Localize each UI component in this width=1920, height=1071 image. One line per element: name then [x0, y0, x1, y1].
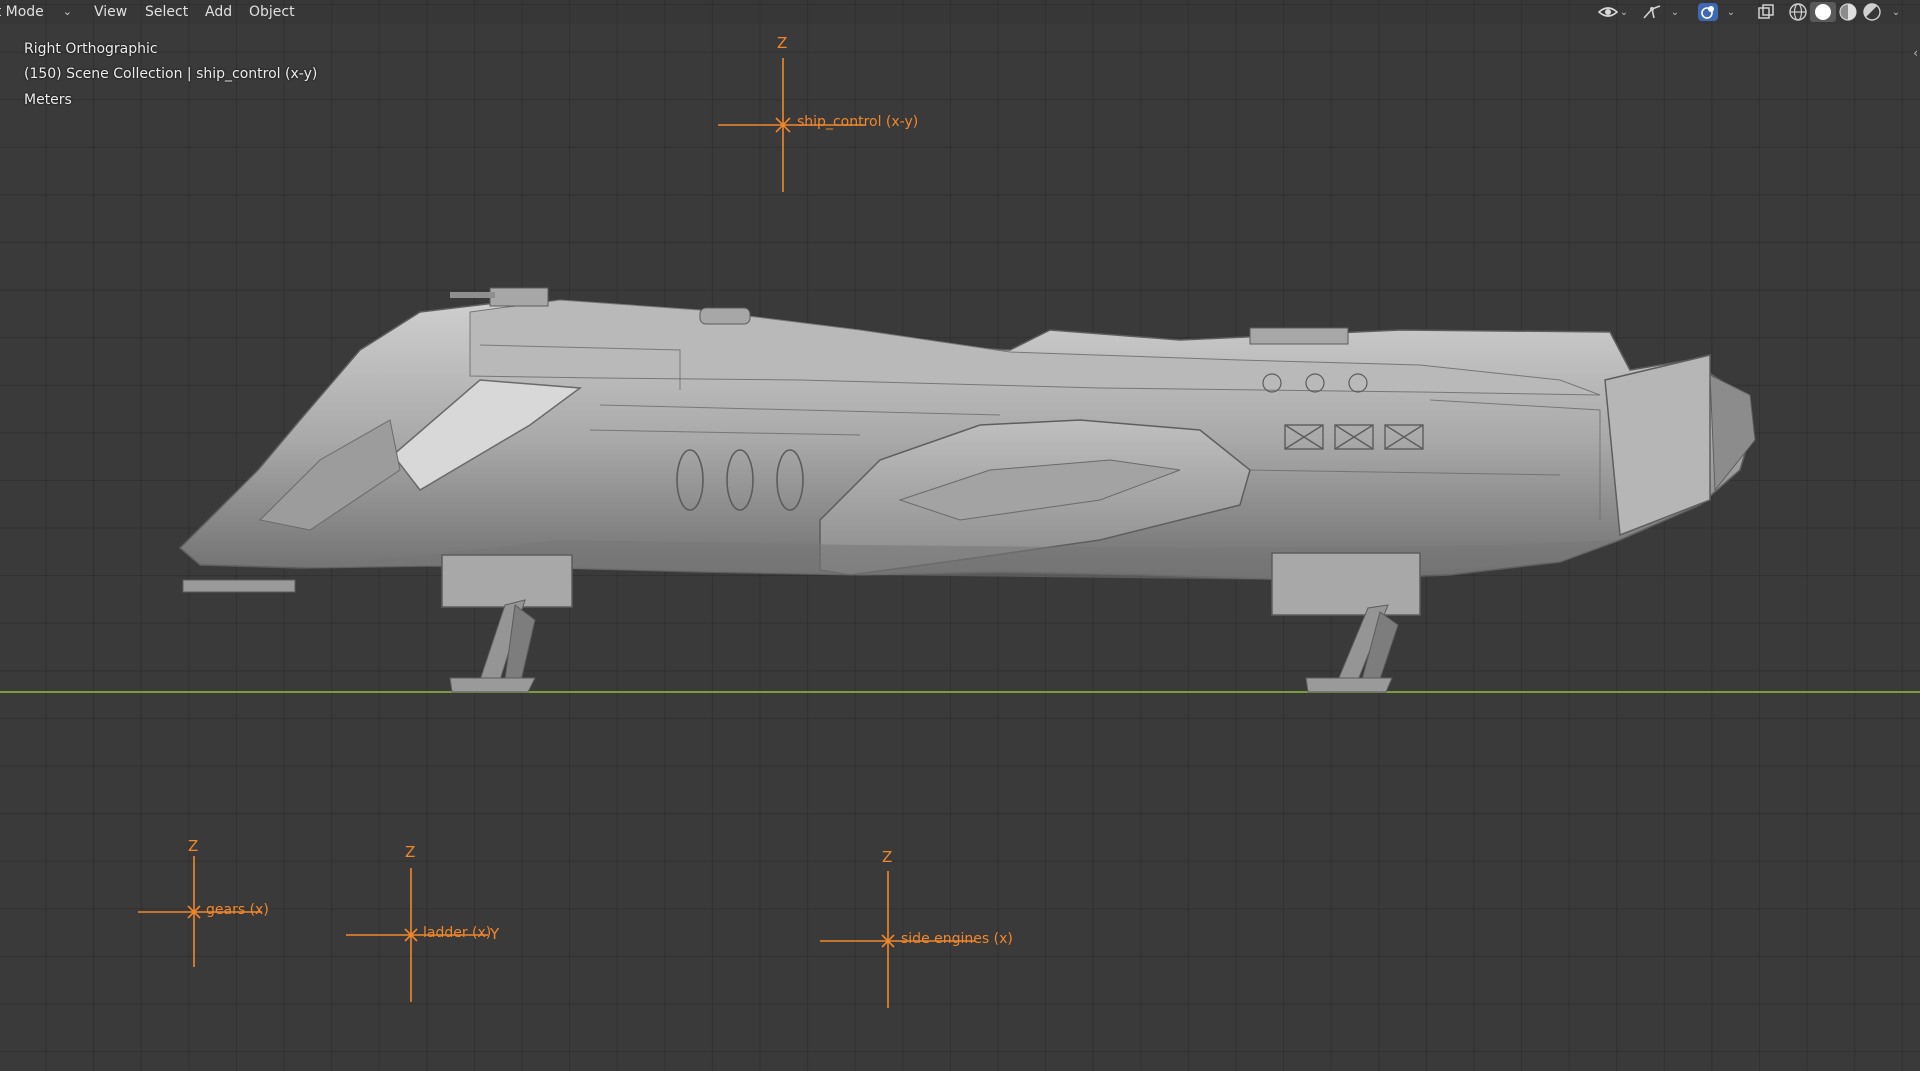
- ladder-axis-y: Y: [490, 925, 500, 943]
- empty-ladder[interactable]: ladder (x): [423, 925, 492, 941]
- collection-info: (150) Scene Collection | ship_control (x…: [24, 66, 318, 82]
- ladder-axis-z: Z: [405, 843, 416, 861]
- gears-axis-z: Z: [188, 837, 199, 855]
- sidebar-toggle-icon[interactable]: ‹: [1913, 46, 1918, 60]
- empty-gears[interactable]: gears (x): [206, 902, 269, 918]
- units-label: Meters: [24, 92, 72, 108]
- empty-ship-control[interactable]: ship_control (x-y): [797, 114, 919, 130]
- view-name: Right Orthographic: [24, 41, 158, 57]
- wireframe-shading-button[interactable]: [1786, 2, 1810, 22]
- material-shading-icon: [1839, 3, 1857, 21]
- solid-shading-icon: [1815, 4, 1831, 20]
- eye-icon: [1597, 7, 1618, 17]
- xray-icon: [1758, 4, 1774, 19]
- solid-shading-button[interactable]: [1810, 2, 1836, 22]
- visibility-dropdown[interactable]: ⌄: [1596, 2, 1630, 22]
- menu-view[interactable]: View: [94, 4, 128, 20]
- chevron-down-icon: ⌄: [1891, 6, 1901, 18]
- rendered-shading-button[interactable]: [1860, 2, 1884, 22]
- chevron-down-icon: ⌄: [1670, 6, 1680, 18]
- chevron-down-icon: ⌄: [1619, 6, 1629, 18]
- gizmo-icon: [1643, 5, 1661, 19]
- wireframe-shading-icon: [1789, 3, 1807, 21]
- empty-side-engines[interactable]: side engines (x): [901, 931, 1013, 947]
- mode-label: ct Mode: [0, 4, 44, 20]
- viewport-header: ct Mode ⌄ View Select Add Object ⌄ ⌄ ⌄: [0, 0, 1920, 24]
- chevron-down-icon: ⌄: [1726, 6, 1736, 18]
- overlays-dropdown[interactable]: ⌄: [1694, 2, 1738, 22]
- shading-dropdown[interactable]: ⌄: [1886, 2, 1904, 22]
- rendered-shading-icon: [1863, 3, 1881, 21]
- gizmo-dropdown[interactable]: ⌄: [1640, 2, 1680, 22]
- side-engines-axis-z: Z: [882, 848, 893, 866]
- menu-add[interactable]: Add: [205, 4, 233, 20]
- menu-select[interactable]: Select: [145, 4, 189, 20]
- menu-object[interactable]: Object: [249, 4, 295, 20]
- overlay-icon: [1697, 3, 1718, 21]
- mode-dropdown[interactable]: ct Mode ⌄: [0, 2, 76, 22]
- chevron-down-icon: ⌄: [62, 5, 72, 18]
- material-shading-button[interactable]: [1836, 2, 1860, 22]
- ship-control-axis-z: Z: [777, 34, 788, 52]
- xray-toggle[interactable]: [1754, 2, 1778, 22]
- y-axis-line: [0, 691, 1920, 693]
